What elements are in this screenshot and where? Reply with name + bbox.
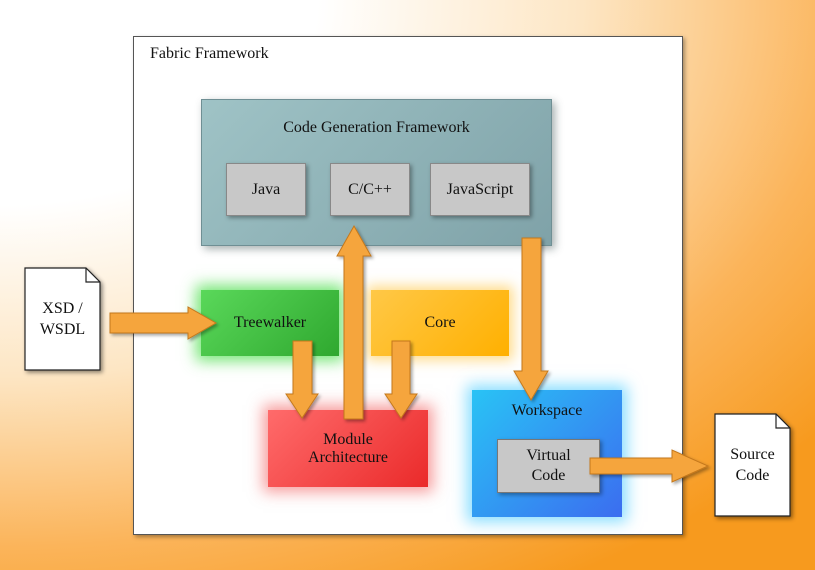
javascript-box: JavaScript xyxy=(430,163,530,216)
javascript-label: JavaScript xyxy=(446,180,514,198)
source-code-label-line2: Code xyxy=(735,467,770,484)
virtual-code-box: Virtual Code xyxy=(497,439,600,493)
source-code-document: Source Code xyxy=(714,413,791,517)
virtual-code-label-line1: Virtual xyxy=(526,447,571,464)
module-architecture-box: Module Architecture xyxy=(268,410,428,487)
cpp-label: C/C++ xyxy=(348,180,392,198)
virtual-code-label-line2: Code xyxy=(531,467,566,484)
xsd-wsdl-document: XSD / WSDL xyxy=(24,267,101,371)
module-architecture-label-line1: Module xyxy=(323,430,373,448)
java-label: Java xyxy=(251,180,281,198)
cpp-box: C/C++ xyxy=(330,163,410,216)
java-box: Java xyxy=(226,163,306,216)
code-generation-framework-label: Code Generation Framework xyxy=(283,119,470,136)
fabric-framework-title: Fabric Framework xyxy=(150,45,269,62)
module-architecture-label-line2: Architecture xyxy=(308,448,388,466)
xsd-wsdl-label-line1: XSD / xyxy=(42,300,83,317)
source-code-label-line1: Source xyxy=(730,446,775,463)
workspace-label: Workspace xyxy=(511,402,583,419)
treewalker-box: Treewalker xyxy=(201,290,339,356)
core-label: Core xyxy=(424,314,456,331)
xsd-wsdl-label-line2: WSDL xyxy=(39,321,86,338)
core-box: Core xyxy=(371,290,509,356)
document-icon xyxy=(714,413,791,517)
document-icon xyxy=(24,267,101,371)
treewalker-label: Treewalker xyxy=(233,314,307,331)
